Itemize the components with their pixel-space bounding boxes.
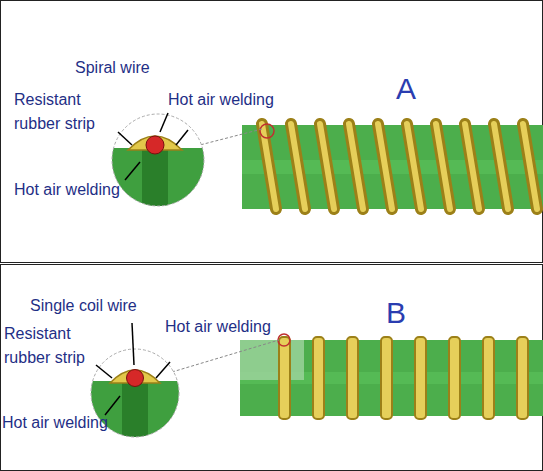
part-label: Spiral wire	[75, 56, 185, 80]
leader-line	[172, 340, 279, 372]
part-label: Hot air welding	[2, 411, 142, 435]
part-label: Resistant rubber strip	[4, 322, 104, 370]
cross-section-inset	[85, 323, 185, 451]
cross-section-inset	[100, 110, 220, 220]
part-label: Hot air welding	[165, 315, 305, 339]
leader-line	[196, 129, 262, 146]
part-label: Resistant rubber strip	[14, 88, 114, 136]
panel-frame	[1, 1, 543, 263]
panel-letter: A	[396, 72, 436, 106]
ring-hose	[240, 334, 543, 419]
part-label: Single coil wire	[30, 294, 170, 318]
spiral-hose	[242, 124, 543, 209]
panel-frame	[1, 265, 543, 471]
part-label: Hot air welding	[168, 88, 308, 112]
panel-letter: B	[386, 296, 426, 330]
part-label: Hot air welding	[14, 178, 154, 202]
